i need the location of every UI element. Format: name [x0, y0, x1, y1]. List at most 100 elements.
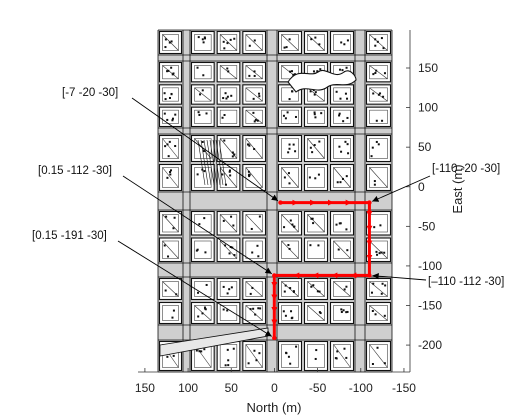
- building-feature: [228, 252, 231, 255]
- building-detail: [209, 139, 218, 186]
- building-feature: [200, 350, 203, 353]
- building-feature: [345, 311, 348, 314]
- building-feature: [379, 92, 382, 95]
- building-feature: [227, 359, 230, 362]
- building-outline: [245, 281, 263, 297]
- building-feature: [290, 70, 293, 73]
- building-feature: [374, 313, 377, 316]
- x-tick-label: 50: [225, 381, 239, 395]
- building-detail: [245, 87, 263, 102]
- building-feature: [165, 215, 168, 218]
- building-feature: [318, 290, 321, 293]
- building-outline: [333, 240, 351, 259]
- building-feature: [375, 119, 378, 122]
- annotation-label: [–110 -112 -30]: [428, 276, 504, 288]
- building-outline: [307, 240, 325, 259]
- building-feature: [283, 226, 286, 229]
- building-feature: [196, 66, 199, 69]
- building-outline: [245, 344, 263, 368]
- building-feature: [164, 289, 167, 292]
- building-feature: [310, 217, 313, 220]
- building-feature: [204, 37, 207, 40]
- building-feature: [383, 362, 386, 365]
- building-feature: [258, 92, 261, 95]
- building-feature: [371, 146, 374, 149]
- building-detail: [281, 214, 299, 233]
- building-feature: [382, 47, 385, 50]
- building-feature: [346, 97, 349, 100]
- y-tick-label: 150: [418, 61, 438, 75]
- building-outline: [369, 344, 388, 368]
- building-outline: [219, 65, 238, 80]
- building-block: [216, 301, 241, 325]
- building-feature: [383, 314, 386, 317]
- route-waypoint: [272, 273, 277, 278]
- building-feature: [292, 143, 295, 146]
- building-outline: [307, 138, 325, 159]
- building-feature: [253, 74, 256, 77]
- building-feature: [335, 223, 338, 226]
- building-outline: [219, 34, 238, 51]
- x-tick-label: 100: [178, 381, 198, 395]
- building-feature: [320, 112, 323, 115]
- building-feature: [346, 39, 349, 42]
- building-feature: [256, 244, 259, 247]
- building-detail: [369, 305, 388, 321]
- building-outline: [307, 344, 325, 368]
- building-feature: [347, 152, 350, 155]
- building-feature: [197, 291, 200, 294]
- building-feature: [335, 90, 338, 93]
- building-feature: [313, 93, 316, 96]
- building-block: [216, 106, 241, 128]
- building-feature: [317, 244, 320, 247]
- building-block: [329, 106, 355, 128]
- route-waypoint: [278, 200, 283, 205]
- city-map: [157, 29, 393, 373]
- building-feature: [222, 285, 225, 288]
- building-feature: [228, 169, 231, 172]
- building-feature: [338, 112, 341, 115]
- building-feature: [258, 95, 261, 98]
- building-feature: [310, 38, 313, 41]
- building-outline: [162, 34, 179, 51]
- building-feature: [290, 310, 293, 313]
- building-feature: [171, 119, 174, 122]
- building-feature: [226, 348, 229, 351]
- building-feature: [252, 111, 255, 114]
- building-detail: [245, 281, 263, 297]
- building-feature: [199, 93, 202, 96]
- building-feature: [372, 73, 375, 76]
- building-outline: [162, 138, 179, 159]
- building-outline: [162, 305, 179, 321]
- building-feature: [224, 92, 227, 95]
- building-feature: [230, 94, 233, 97]
- annotation-arrow: [117, 240, 272, 337]
- building-feature: [223, 139, 226, 142]
- building-outline: [307, 305, 325, 321]
- building-feature: [174, 145, 177, 148]
- building-feature: [313, 113, 316, 116]
- building-detail: [333, 240, 351, 259]
- building-feature: [318, 140, 321, 143]
- y-tick-label: 100: [418, 101, 438, 115]
- building-feature: [314, 177, 317, 180]
- building-outline: [245, 305, 263, 321]
- building-feature: [197, 36, 200, 39]
- building-feature: [259, 307, 262, 310]
- building-feature: [230, 286, 233, 289]
- building-block: [216, 84, 241, 105]
- building-feature: [383, 72, 386, 75]
- building-block: [190, 106, 215, 128]
- building-feature: [318, 311, 321, 314]
- building-feature: [231, 155, 234, 158]
- building-feature: [292, 73, 295, 76]
- building-feature: [293, 225, 296, 228]
- building-feature: [373, 183, 376, 186]
- building-block: [277, 301, 303, 325]
- building-feature: [222, 40, 225, 43]
- building-outline: [281, 167, 299, 188]
- building-feature: [170, 93, 173, 96]
- building-outline: [194, 109, 212, 124]
- building-feature: [163, 92, 166, 95]
- building-block: [190, 163, 215, 192]
